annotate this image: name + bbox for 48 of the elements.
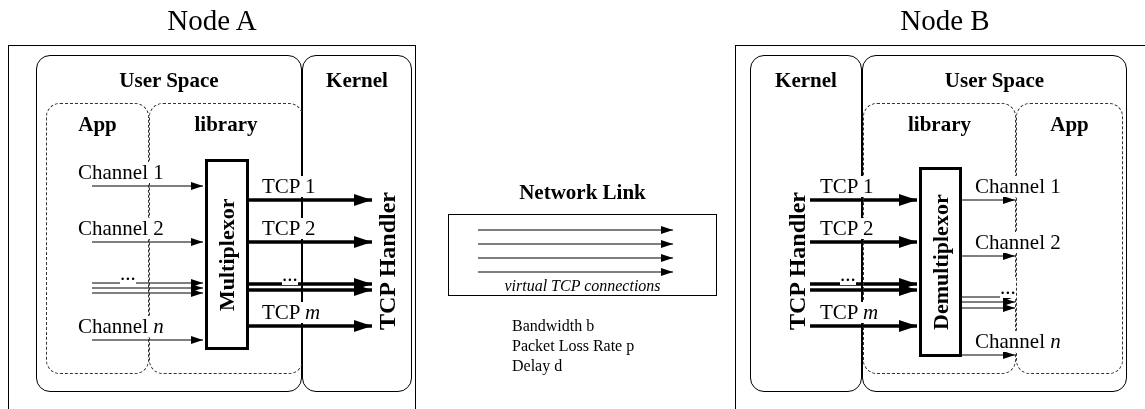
edge-label: TCP 1 (820, 176, 874, 197)
arrow (91, 238, 204, 246)
arrow (247, 284, 372, 296)
node-heading: Network Link (518, 182, 647, 203)
parameter-text: Bandwidth b (512, 318, 595, 334)
edge-label: Channel 2 (975, 232, 1061, 253)
region-label: library (194, 114, 258, 135)
arrow (91, 279, 204, 287)
component-box: Demultiplexor (919, 167, 962, 357)
region-label: Kernel (325, 70, 389, 91)
node-heading: Node A (166, 6, 258, 35)
region-label: App (78, 114, 117, 135)
edge-label: Channel 1 (975, 176, 1061, 197)
arrow (247, 320, 372, 332)
node-heading: Node B (899, 6, 991, 35)
edge-label: Channel n (78, 316, 164, 337)
parameter-text: Packet Loss Rate p (512, 338, 635, 354)
arrow (91, 284, 204, 292)
edge-label: TCP m (262, 302, 321, 323)
arrow (91, 182, 204, 190)
caption-text: virtual TCP connections (503, 278, 662, 294)
region-label: library (908, 114, 971, 135)
edge-label: Channel 1 (78, 162, 164, 183)
handler-label: TCP Handler (783, 171, 811, 351)
region-label: User Space (118, 70, 220, 91)
handler-label: TCP Handler (373, 171, 401, 351)
edge-label: TCP m (820, 302, 879, 323)
edge-label: ... (1000, 277, 1016, 298)
arrow (91, 289, 204, 297)
edge-label: TCP 1 (262, 176, 316, 197)
arrow (810, 320, 917, 332)
arrow (91, 336, 204, 344)
parameter-text: Delay d (512, 358, 563, 374)
arrow (247, 194, 372, 206)
arrow (247, 278, 372, 290)
edge-label: Channel 2 (78, 218, 164, 239)
edge-label: TCP 2 (262, 218, 316, 239)
region-label: User Space (943, 70, 1046, 91)
edge-label: TCP 2 (820, 218, 874, 239)
edge-label: Channel n (975, 331, 1061, 352)
arrow (247, 236, 372, 248)
region-label: App (1050, 114, 1089, 135)
arrow (810, 284, 917, 296)
region-label: Kernel (774, 70, 838, 91)
arrow (810, 278, 917, 290)
arrow (810, 194, 917, 206)
arrow (810, 236, 917, 248)
component-box: Multiplexor (205, 159, 249, 350)
